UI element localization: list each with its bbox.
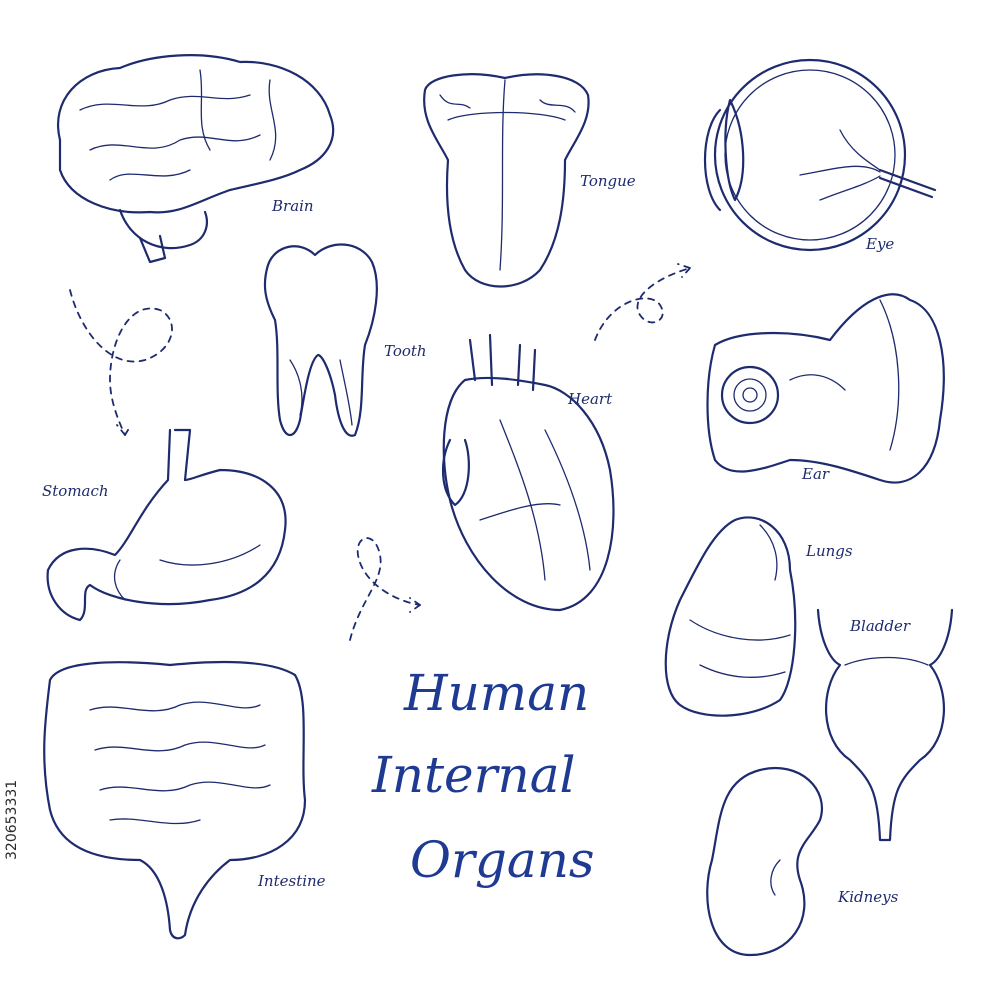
label-kidneys: Kidneys	[838, 888, 899, 906]
label-tooth: Tooth	[384, 342, 427, 360]
lungs-drawing	[664, 516, 797, 717]
kidneys-drawing	[706, 767, 823, 957]
label-ear: Ear	[802, 465, 830, 483]
title-line-2: Internal	[372, 746, 576, 804]
bladder-drawing	[816, 608, 954, 842]
label-tongue: Tongue	[580, 172, 636, 190]
label-eye: Eye	[866, 235, 895, 253]
ear-drawing	[706, 293, 945, 484]
label-heart: Heart	[568, 390, 613, 408]
tooth-drawing	[263, 243, 378, 437]
label-lungs: Lungs	[806, 542, 853, 560]
heart-drawing	[441, 333, 615, 612]
image-id-watermark: 320653331	[4, 779, 20, 860]
intestine-drawing	[43, 660, 307, 940]
title-line-1: Human	[404, 664, 590, 722]
tongue-drawing	[423, 73, 590, 288]
label-brain: Brain	[272, 197, 314, 215]
brain-drawing	[57, 54, 335, 264]
label-intestine: Intestine	[258, 872, 326, 890]
label-stomach: Stomach	[42, 482, 109, 500]
label-bladder: Bladder	[850, 617, 911, 635]
title-line-3: Organs	[410, 831, 595, 889]
dashed-arrows	[69, 263, 691, 641]
stomach-drawing	[46, 428, 287, 622]
eye-drawing	[704, 58, 937, 252]
